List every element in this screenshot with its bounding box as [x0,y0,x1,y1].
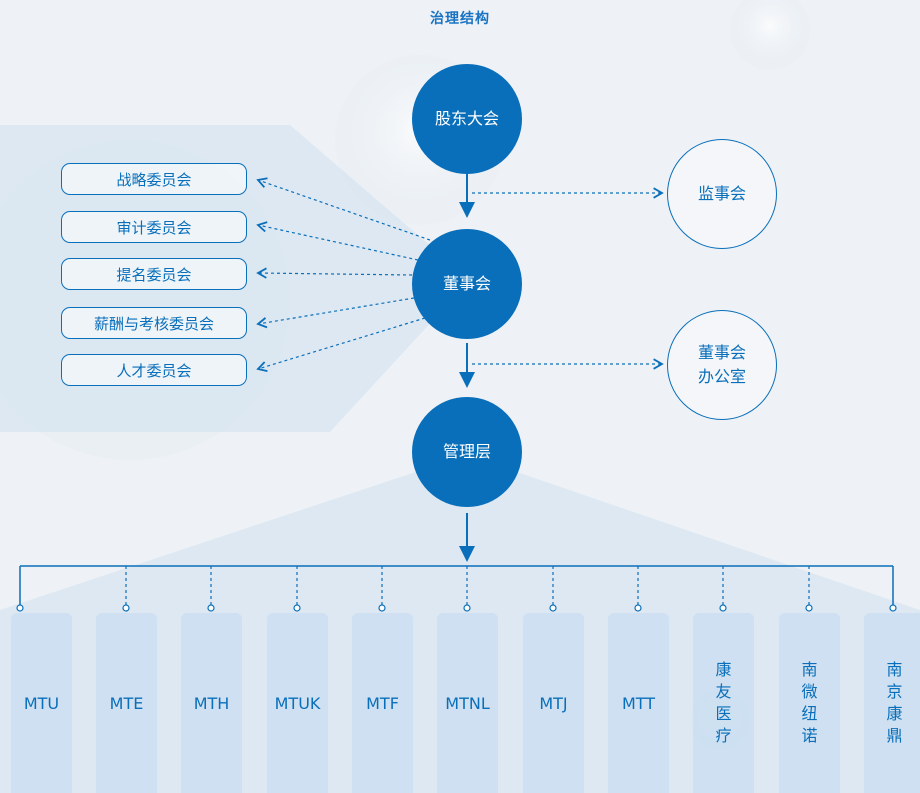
board-node: 董事会 [412,229,522,339]
board-office-node: 董事会 办公室 [667,310,777,420]
subsidiary-label: MTH [193,693,230,713]
arrow-to-committee-1 [256,177,431,241]
committee-audit: 审计委员会 [61,211,247,243]
diagram-title: 治理结构 [430,11,490,27]
subsidiary-label: 南微纽诺 [801,660,818,745]
subsidiary-box: MTJ [523,613,584,793]
arrow-to-committee-5 [256,317,426,373]
supervisors-node: 监事会 [667,139,777,249]
subsidiary-box: 康友医疗 [693,613,754,793]
subsidiary-box: MTE [96,613,157,793]
subsidiary-box: MTF [352,613,413,793]
subsidiary-label: MTE [109,693,144,713]
committee-strategy: 战略委员会 [61,163,247,195]
committee-nomination: 提名委员会 [61,258,247,290]
subsidiary-box: MTUK [267,613,328,793]
subsidiary-label: 南京康鼎 [886,660,903,745]
subsidiary-box: 南京康鼎 [864,613,920,793]
subsidiary-label: 康友医疗 [715,660,732,745]
subsidiary-box: MTH [181,613,242,793]
subsidiary-label: MTUK [274,693,321,713]
subsidiary-label: MTNL [445,693,490,713]
subsidiary-label: MTJ [539,693,568,713]
board-label: 董事会 [442,274,491,293]
arrow-to-committee-4 [256,297,415,329]
management-node: 管理层 [412,397,522,507]
shareholders-meeting-label: 股东大会 [434,109,499,128]
supervisors-label: 监事会 [697,184,746,203]
subsidiary-label: MTT [621,693,656,713]
subsidiary-box: MTT [608,613,669,793]
subsidiary-box: MTU [11,613,72,793]
committee-remuneration: 薪酬与考核委员会 [61,307,247,339]
committee-talent: 人才委员会 [61,354,247,386]
arrow-to-committee-2 [256,221,419,261]
board-office-label: 董事会 办公室 [697,343,746,386]
subsidiary-label: MTF [366,693,399,713]
management-label: 管理层 [442,442,491,461]
subsidiary-label: MTU [23,693,60,713]
subsidiary-box: MTNL [437,613,498,793]
arrow-to-committee-3 [256,267,413,279]
shareholders-meeting-node: 股东大会 [412,64,522,174]
subsidiary-box: 南微纽诺 [779,613,840,793]
